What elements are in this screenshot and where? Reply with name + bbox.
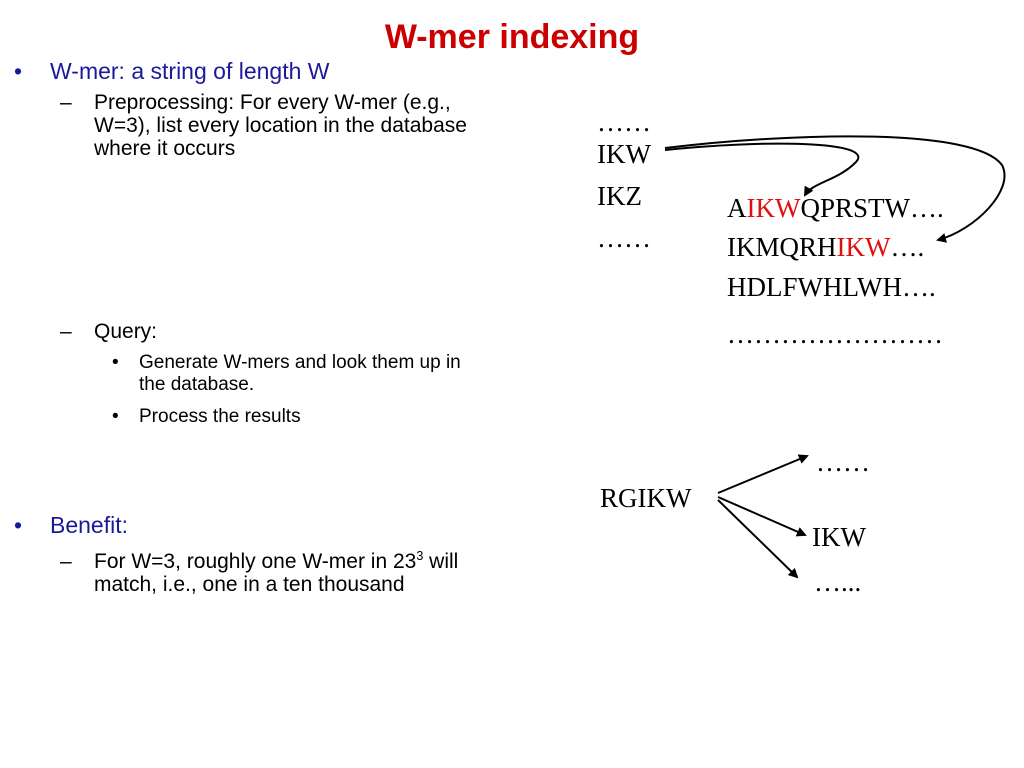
query-item-1-line-2: the database. (139, 374, 255, 395)
query-result-3: …... (814, 567, 862, 597)
dash-marker: – (60, 320, 72, 343)
dash-marker: – (60, 91, 72, 114)
bullet-marker: • (14, 58, 23, 84)
benefit-line-2: match, i.e., one in a ten thousand (94, 573, 405, 596)
arrow-query-to-result-2 (717, 496, 807, 537)
index-entry-ikz: IKZ (597, 181, 642, 211)
database-sequence-3: HDLFWHLWH…. (727, 272, 936, 302)
query-item-2: Process the results (139, 406, 301, 427)
bullet-wmer-definition: W-mer: a string of length W (50, 58, 330, 84)
index-entry-ikw: IKW (597, 139, 651, 169)
query-result-1: …… (816, 447, 870, 477)
slide-title: W-mer indexing (384, 18, 640, 56)
query-heading: Query: (94, 320, 158, 343)
arrow-query-to-result-1 (717, 454, 809, 494)
preprocessing-line-2: W=3), list every location in the databas… (94, 114, 467, 137)
dash-marker: – (60, 550, 72, 573)
bullet-benefit: Benefit: (50, 512, 128, 538)
database-sequence-1: AIKWQPRSTW…. (727, 193, 944, 223)
query-item-1-line-1: Generate W-mers and look them up in (139, 352, 461, 373)
preprocessing-line-3: where it occurs (94, 137, 236, 160)
query-word: RGIKW (600, 483, 692, 513)
bullet-marker: • (112, 406, 119, 427)
database-sequence-ellipsis: …………………… (727, 319, 943, 349)
arrow-ikw-to-sequence-2 (664, 135, 1006, 243)
bullet-marker: • (112, 352, 119, 373)
bullet-marker: • (14, 512, 23, 538)
preprocessing-line-1: Preprocessing: For every W-mer (e.g., (94, 91, 451, 114)
index-entry: …… (597, 107, 651, 137)
arrow-ikw-to-sequence-1 (664, 142, 860, 197)
query-result-2: IKW (812, 522, 866, 552)
benefit-line-1: For W=3, roughly one W-mer in 233 will (94, 549, 459, 573)
arrow-query-to-result-3 (717, 499, 799, 579)
index-entry: …… (597, 223, 651, 253)
database-sequence-2: IKMQRHIKW…. (727, 232, 925, 262)
